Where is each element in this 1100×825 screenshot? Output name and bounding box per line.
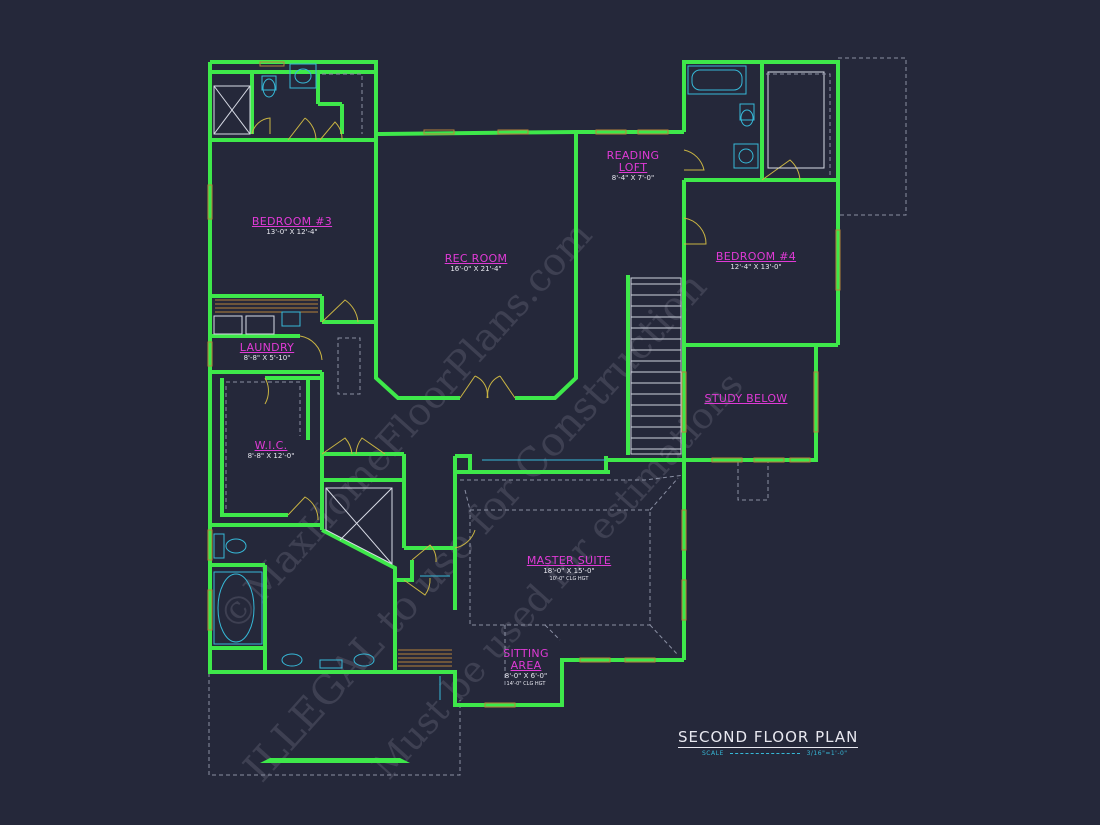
dashed-outlines xyxy=(208,57,907,776)
room-bedroom-3: BEDROOM #3 13'-0" X 12'-4" xyxy=(252,216,332,237)
fixtures xyxy=(213,63,825,700)
scale-rule xyxy=(730,753,801,754)
room-name-line-2: LOFT xyxy=(618,161,648,174)
room-dimensions: 8'-0" X 6'-0" xyxy=(504,672,548,680)
room-name: LAUNDRY xyxy=(239,341,295,354)
room-name: MASTER SUITE xyxy=(526,554,612,567)
room-dimensions: 8'-4" X 7'-0" xyxy=(611,174,655,182)
ceiling-height-note: 14'-0" CLG HGT xyxy=(506,681,546,687)
plan-scale: SCALE 3/16"=1'-0" xyxy=(702,750,848,757)
room-reading-loft: READING LOFT 8'-4" X 7'-0" xyxy=(607,150,660,183)
room-sitting-area: SITTING AREA 8'-0" X 6'-0" 14'-0" CLG HG… xyxy=(503,647,549,688)
room-name-line-1: SITTING xyxy=(503,647,549,660)
windows xyxy=(207,61,841,708)
walls xyxy=(208,60,840,707)
room-dimensions: 8'-8" X 12'-0" xyxy=(247,452,295,460)
room-rec-room: REC ROOM 16'-0" X 21'-4" xyxy=(445,253,508,274)
room-wic: W.I.C. 8'-8" X 12'-0" xyxy=(248,440,295,461)
ceiling-height-note: 10'-0" CLG HGT xyxy=(549,576,589,582)
room-name: STUDY BELOW xyxy=(704,392,788,405)
room-dimensions: 12'-4" X 13'-0" xyxy=(730,263,782,271)
room-dimensions: 16'-0" X 21'-4" xyxy=(450,265,502,273)
staircase xyxy=(630,277,682,455)
room-dimensions: 13'-0" X 12'-4" xyxy=(266,228,318,236)
room-bedroom-4: BEDROOM #4 12'-4" X 13'-0" xyxy=(716,251,796,272)
room-name: REC ROOM xyxy=(444,252,508,265)
room-name: W.I.C. xyxy=(254,439,288,452)
room-name: BEDROOM #4 xyxy=(715,250,797,263)
plan-title: SECOND FLOOR PLAN xyxy=(678,728,859,748)
room-dimensions: 18'-0" X 15'-0" xyxy=(543,567,595,575)
room-dimensions: 8'-8" X 5'-10" xyxy=(243,354,291,362)
room-laundry: LAUNDRY 8'-8" X 5'-10" xyxy=(240,342,294,363)
room-name-line-2: AREA xyxy=(510,659,542,672)
closet-shelves xyxy=(225,73,831,510)
scale-value: 3/16"=1'-0" xyxy=(806,750,848,757)
room-study-below: STUDY BELOW xyxy=(705,393,788,405)
room-name-line-1: READING xyxy=(606,149,660,162)
doors xyxy=(251,117,801,596)
entry-ramp xyxy=(260,758,410,763)
room-master-suite: MASTER SUITE 18'-0" X 15'-0" 10'-0" CLG … xyxy=(526,554,612,583)
room-name: BEDROOM #3 xyxy=(251,215,333,228)
scale-label: SCALE xyxy=(702,750,724,757)
